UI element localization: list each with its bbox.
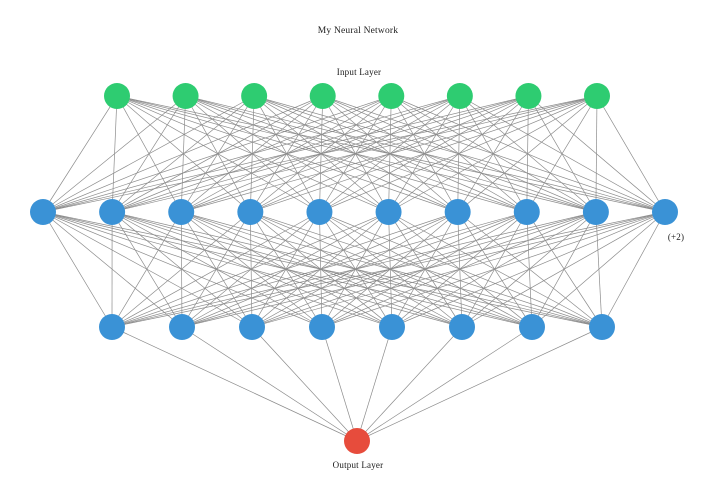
hidden2-node-1 xyxy=(99,314,125,340)
edge xyxy=(250,211,323,328)
edge xyxy=(601,211,666,328)
edge xyxy=(526,95,598,213)
input-node-3 xyxy=(241,83,268,109)
input-layer-nodes xyxy=(104,83,610,109)
input-node-2 xyxy=(172,83,199,109)
edge xyxy=(111,211,596,328)
edge xyxy=(111,211,251,328)
input-node-6 xyxy=(446,83,473,109)
hidden-extra-nodes-annotation: (+2) xyxy=(667,232,685,242)
edge xyxy=(388,95,598,213)
hidden2-node-5 xyxy=(379,314,405,340)
hidden1-node-9 xyxy=(582,199,609,225)
input-node-8 xyxy=(584,83,610,109)
edge xyxy=(250,211,463,328)
edge xyxy=(42,95,186,213)
edge xyxy=(356,326,463,442)
input-layer-label: Input Layer xyxy=(336,67,382,77)
edge xyxy=(250,211,393,328)
edge xyxy=(356,326,533,442)
output-layer-nodes xyxy=(344,428,370,454)
edge xyxy=(42,95,598,213)
hidden2-node-6 xyxy=(449,314,475,340)
edge xyxy=(356,326,603,442)
edge xyxy=(391,211,666,328)
edge xyxy=(111,211,323,328)
edge xyxy=(596,95,666,213)
edge xyxy=(42,95,118,213)
hidden1-node-1 xyxy=(30,199,56,225)
edges xyxy=(42,95,666,442)
hidden2-node-8 xyxy=(589,314,615,340)
edge xyxy=(42,211,113,328)
output-node-1 xyxy=(344,428,370,454)
edge xyxy=(461,211,666,328)
edge xyxy=(250,95,598,213)
input-node-7 xyxy=(515,83,542,109)
edge xyxy=(457,95,598,213)
edge xyxy=(111,211,389,328)
edge xyxy=(112,95,598,213)
diagram-title: My Neural Network xyxy=(317,26,399,36)
hidden1-node-4 xyxy=(237,199,264,225)
hidden2-layer-nodes xyxy=(99,314,615,340)
edge xyxy=(42,211,253,328)
edge xyxy=(181,211,393,328)
edge xyxy=(356,326,393,442)
edge xyxy=(251,326,358,442)
edge xyxy=(42,95,323,213)
edge xyxy=(111,211,666,328)
edge xyxy=(319,95,598,213)
edge xyxy=(531,211,666,328)
output-layer-label: Output Layer xyxy=(332,460,384,470)
hidden1-node-2 xyxy=(99,199,126,225)
edge xyxy=(111,211,320,328)
hidden1-node-6 xyxy=(375,199,402,225)
edge xyxy=(111,211,458,328)
hidden2-node-7 xyxy=(519,314,545,340)
hidden2-node-3 xyxy=(239,314,265,340)
edge xyxy=(595,95,598,213)
edge xyxy=(181,211,666,328)
edge xyxy=(42,95,255,213)
edge xyxy=(319,211,463,328)
hidden2-node-2 xyxy=(169,314,195,340)
edge xyxy=(42,211,183,328)
hidden1-node-3 xyxy=(168,199,195,225)
edge xyxy=(181,95,598,213)
hidden2-node-4 xyxy=(309,314,335,340)
edge xyxy=(42,95,392,213)
edge xyxy=(180,211,253,328)
edge xyxy=(321,211,666,328)
hidden1-node-8 xyxy=(513,199,540,225)
edge xyxy=(251,211,666,328)
edge xyxy=(319,211,533,328)
hidden1-layer-nodes xyxy=(30,199,678,225)
hidden1-node-5 xyxy=(306,199,333,225)
edge xyxy=(181,326,358,442)
edge xyxy=(42,95,529,213)
input-node-5 xyxy=(378,83,405,109)
edge xyxy=(111,211,527,328)
input-node-4 xyxy=(309,83,336,109)
edge xyxy=(388,211,603,328)
edge xyxy=(319,211,393,328)
edge xyxy=(111,326,358,442)
edge xyxy=(111,211,182,328)
edge xyxy=(42,95,460,213)
hidden1-node-10 xyxy=(652,199,678,225)
edge xyxy=(321,326,358,442)
input-node-1 xyxy=(104,83,130,109)
hidden1-node-7 xyxy=(444,199,471,225)
